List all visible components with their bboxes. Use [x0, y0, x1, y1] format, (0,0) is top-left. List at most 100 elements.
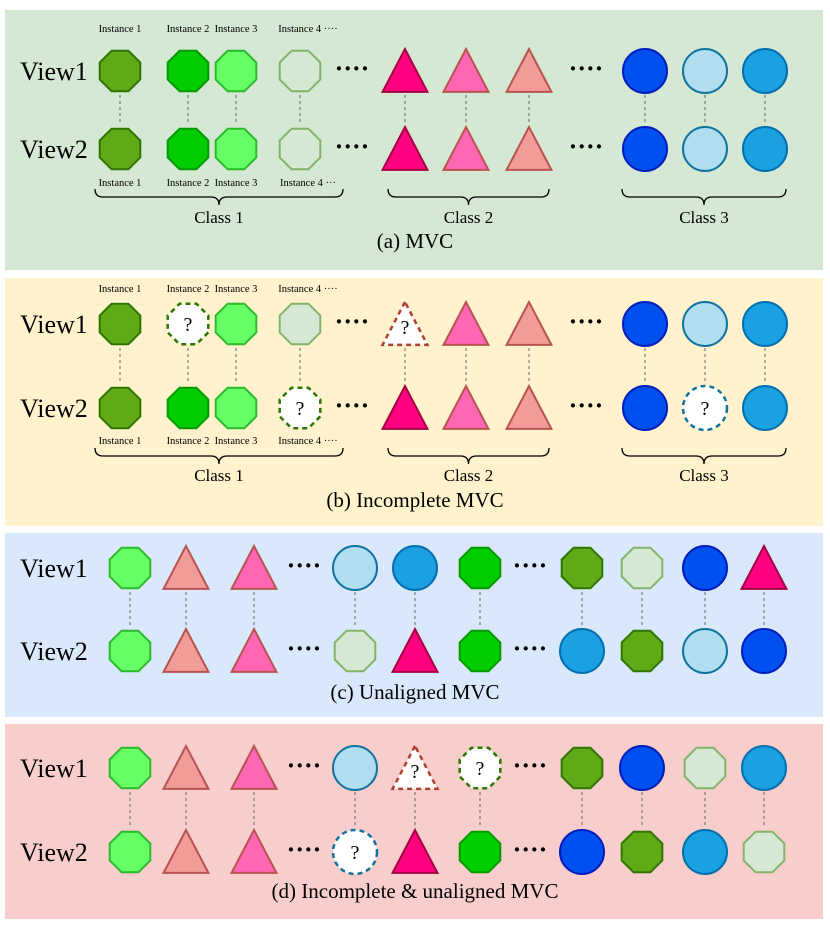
circ-blue-shape [622, 385, 668, 431]
class-brace [621, 447, 787, 465]
instance-label-top: Instance 4 ···· [278, 284, 337, 295]
instance-label-bottom: Instance 3 [215, 436, 258, 447]
octagon-icon [108, 830, 152, 874]
instance-label-bottom: Instance 2 [167, 436, 210, 447]
instance-label-top: Instance 2 [167, 24, 210, 35]
panel-caption: (b) Incomplete MVC [326, 488, 503, 512]
q-oct-shape: ? [278, 386, 322, 430]
tri-pink-shape [229, 827, 279, 874]
tri-magenta-shape [390, 827, 440, 874]
circ-blue-shape [622, 48, 668, 94]
circ-light-shape [332, 745, 378, 791]
view2-label: View2 [20, 637, 88, 666]
oct-olive-shape [560, 546, 604, 590]
octagon-icon [214, 386, 258, 430]
oct-pale-shape [278, 302, 322, 346]
oct-pale-shape [742, 830, 786, 874]
instance-label-bottom: Instance 4 ···· [278, 436, 337, 447]
circle-icon [682, 301, 728, 347]
panel-caption: (d) Incomplete & unaligned MVC [272, 879, 559, 903]
missing-octagon-icon [458, 746, 502, 790]
ellipsis: ···· [287, 551, 322, 580]
ellipsis: ···· [513, 551, 548, 580]
tri-pink-shape [441, 46, 491, 93]
circ-sky-shape [742, 126, 788, 172]
octagon-icon [108, 629, 152, 673]
oct-pale-shape [333, 629, 377, 673]
tri-magenta-shape [739, 543, 789, 590]
oct-olive-shape [98, 49, 142, 93]
circle-icon [559, 628, 605, 674]
oct-olive-shape [620, 629, 664, 673]
oct-green-shape [166, 49, 210, 93]
q-oct-shape: ? [166, 302, 210, 346]
circle-icon [559, 829, 605, 875]
tri-salmon-shape [504, 46, 554, 93]
circ-blue-shape [619, 745, 665, 791]
octagon-icon [458, 546, 502, 590]
circle-icon [682, 545, 728, 591]
instance-label-bottom: Instance 4 ··· [280, 178, 336, 189]
ellipsis: ···· [569, 391, 604, 420]
view2-label: View2 [20, 838, 88, 867]
q-tri-shape: ? [380, 299, 430, 347]
tri-pink-shape [229, 743, 279, 790]
circ-light-shape [682, 301, 728, 347]
octagon-icon [560, 546, 604, 590]
circ-sky-shape [742, 385, 788, 431]
class-label: Class 3 [679, 466, 729, 485]
ellipsis: ···· [569, 54, 604, 83]
missing-marker: ? [476, 758, 485, 780]
instance-label-top: Instance 4 ···· [278, 24, 337, 35]
view1-label: View1 [20, 57, 88, 86]
circ-blue-shape [682, 545, 728, 591]
oct-lime-shape [108, 746, 152, 790]
triangle-icon [504, 124, 554, 171]
octagon-icon [683, 746, 727, 790]
octagon-icon [166, 49, 210, 93]
missing-triangle-icon [390, 743, 440, 791]
class-brace [94, 188, 344, 206]
octagon-icon [98, 302, 142, 346]
class-brace [621, 188, 787, 206]
circ-blue-shape [559, 829, 605, 875]
oct-green-shape [458, 629, 502, 673]
circ-light-shape [682, 126, 728, 172]
circle-icon [742, 301, 788, 347]
oct-olive-shape [98, 127, 142, 171]
circle-icon [682, 126, 728, 172]
circle-icon [741, 745, 787, 791]
triangle-icon [390, 626, 440, 673]
octagon-icon [458, 830, 502, 874]
triangle-icon [739, 543, 789, 590]
view1-label: View1 [20, 554, 88, 583]
circ-blue-shape [741, 628, 787, 674]
q-circ-shape: ? [681, 384, 729, 432]
triangle-icon [441, 299, 491, 346]
octagon-icon [166, 127, 210, 171]
ellipsis: ···· [569, 132, 604, 161]
octagon-icon [98, 49, 142, 93]
ellipsis: ···· [335, 54, 370, 83]
tri-magenta-shape [380, 124, 430, 171]
octagon-icon [620, 629, 664, 673]
oct-green-shape [458, 546, 502, 590]
missing-marker: ? [411, 761, 420, 783]
triangle-icon [441, 124, 491, 171]
ellipsis: ···· [287, 751, 322, 780]
tri-salmon-shape [161, 827, 211, 874]
class-label: Class 1 [194, 466, 244, 485]
tri-magenta-shape [380, 46, 430, 93]
missing-marker: ? [401, 317, 410, 339]
octagon-icon [278, 127, 322, 171]
tri-salmon-shape [504, 299, 554, 346]
triangle-icon [380, 383, 430, 430]
octagon-icon [214, 127, 258, 171]
octagon-icon [98, 127, 142, 171]
circ-sky-shape [742, 301, 788, 347]
missing-circle-icon [681, 384, 729, 432]
oct-olive-shape [560, 746, 604, 790]
triangle-icon [229, 543, 279, 590]
